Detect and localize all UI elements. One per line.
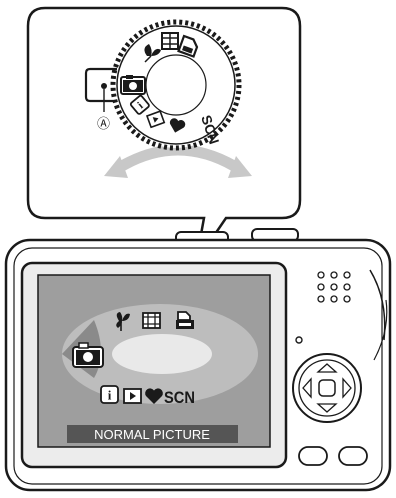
arrow-right-head (228, 156, 252, 178)
indicator-dot (101, 83, 107, 89)
info-icon: i (129, 94, 150, 115)
lcd-monitor: i SCN NORMAL PICTURE (20, 261, 288, 469)
cursor-pad[interactable] (292, 353, 362, 423)
cursor-down-button[interactable] (316, 403, 338, 413)
mode-caption: NORMAL PICTURE (94, 427, 210, 442)
svg-text:i: i (135, 100, 145, 111)
heart-icon (169, 118, 186, 133)
print-icon (177, 34, 199, 58)
info-icon: i (100, 385, 119, 404)
print-icon (176, 311, 194, 329)
scene-mode-label: SCN (164, 388, 195, 407)
mode-caption-bar (67, 425, 238, 443)
display-button[interactable] (298, 446, 328, 466)
camera-icon (120, 75, 146, 95)
film-strip-icon (161, 32, 179, 50)
macro-flower-icon (116, 312, 130, 331)
callout-bubble: i SCN Ⓐ (26, 6, 302, 263)
film-strip-icon (142, 312, 161, 329)
camera-icon (72, 342, 104, 368)
mode-indicator: Ⓐ (84, 67, 117, 131)
status-led (295, 336, 303, 344)
delete-button[interactable] (338, 446, 368, 466)
playback-icon (145, 110, 166, 129)
speaker-grille (317, 271, 351, 303)
arrow-left-head (104, 156, 128, 178)
mode-ellipse-center (112, 334, 212, 374)
macro-flower-icon (144, 44, 161, 63)
indicator-marker-label: Ⓐ (97, 116, 110, 131)
menu-set-button[interactable] (318, 379, 336, 397)
svg-text:i: i (108, 388, 112, 403)
playback-icon (123, 388, 142, 404)
heart-icon (145, 388, 163, 404)
cursor-left-button[interactable] (302, 377, 312, 399)
cursor-right-button[interactable] (342, 377, 352, 399)
cursor-up-button[interactable] (316, 363, 338, 373)
mode-dial[interactable]: i SCN (110, 19, 242, 151)
